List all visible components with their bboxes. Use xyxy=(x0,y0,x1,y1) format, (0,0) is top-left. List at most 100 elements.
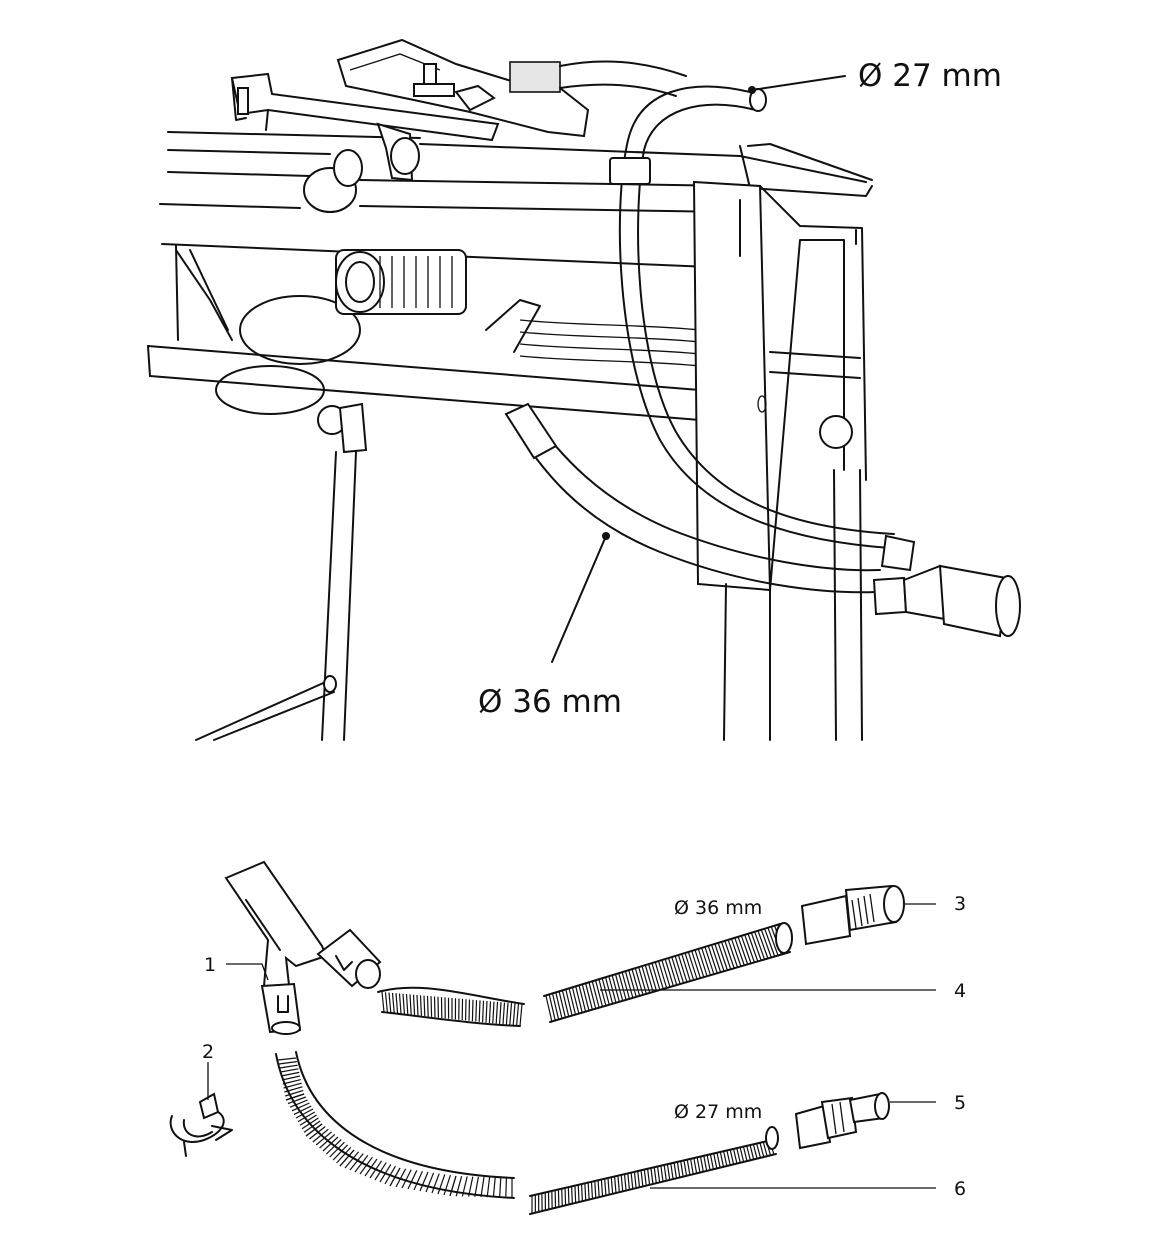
hose-rib xyxy=(580,1184,584,1202)
part-number-4: 4 xyxy=(954,980,966,1002)
hose-rib xyxy=(295,1108,314,1119)
hose-rib xyxy=(588,982,597,1010)
hose-rib xyxy=(624,971,634,999)
hose-36-seg-b-top xyxy=(543,923,781,997)
hose-rib xyxy=(750,932,762,961)
hose-rib xyxy=(733,1149,738,1165)
hose-rib xyxy=(303,1120,321,1133)
hose-rib xyxy=(767,927,779,956)
hose-rib xyxy=(618,973,627,1001)
hose-rib xyxy=(509,1003,513,1025)
hose-rib xyxy=(359,1156,373,1175)
hose-rib xyxy=(681,954,691,982)
hose-rib xyxy=(291,1102,310,1112)
hose-rib xyxy=(322,1136,339,1152)
hose-rib xyxy=(364,1158,378,1177)
hose-rib xyxy=(664,959,674,987)
hose-rib xyxy=(614,1176,617,1194)
hose-rib xyxy=(711,945,722,973)
hose-rib xyxy=(278,1061,297,1065)
hose-rib xyxy=(416,994,419,1016)
hose-rib xyxy=(297,1111,316,1123)
hose-rib xyxy=(488,1001,492,1023)
hose-rib xyxy=(717,943,728,971)
hose-rib xyxy=(480,1176,485,1198)
hose-rib xyxy=(731,939,742,967)
hose-rib xyxy=(468,999,471,1021)
hose-rib xyxy=(395,1168,407,1188)
hose-rib xyxy=(548,994,556,1022)
hose-36-seg-a-bottom xyxy=(381,1011,521,1027)
hose-rib xyxy=(676,1162,681,1179)
hose-rib xyxy=(545,995,553,1023)
hose-rib xyxy=(644,965,654,993)
hose-rib xyxy=(610,1177,614,1195)
hose-rib xyxy=(591,981,600,1009)
hose-rib xyxy=(499,1002,502,1024)
hose-rib xyxy=(719,1152,725,1168)
hose-rib xyxy=(575,986,583,1014)
hose-rib xyxy=(285,1093,305,1101)
hose-rib xyxy=(746,1146,752,1161)
hose-rib xyxy=(627,1173,631,1191)
hose-rib xyxy=(633,1172,637,1189)
hose-rib xyxy=(564,1188,567,1206)
hose-rib xyxy=(630,1173,634,1190)
hose-rib xyxy=(282,1079,301,1085)
hose-rib xyxy=(309,1126,326,1140)
hose-rib xyxy=(623,1174,627,1192)
hose-rib xyxy=(666,1164,671,1181)
hose-rib xyxy=(433,996,436,1018)
hose-rib xyxy=(329,1141,345,1158)
hose-rib xyxy=(691,951,701,979)
hose-rib xyxy=(739,1147,745,1163)
hose-rib xyxy=(714,944,725,972)
hose-rib xyxy=(425,1172,435,1193)
hose-rib xyxy=(519,1003,523,1027)
hose-rib xyxy=(660,1166,664,1183)
hose-rib xyxy=(734,937,745,966)
hose-rib xyxy=(607,1178,610,1196)
hose-rib xyxy=(709,1154,715,1170)
hose-rib xyxy=(637,1171,641,1188)
saw-table-illustration: Ø 27 mm Ø 36 mm xyxy=(147,38,1021,741)
hose-rib xyxy=(615,974,624,1002)
hose-36mm xyxy=(504,402,908,616)
part-5-adapter-27 xyxy=(794,1092,890,1150)
part-number-2: 2 xyxy=(202,1041,214,1063)
hose-rib xyxy=(756,1143,762,1159)
hose-rib xyxy=(674,956,685,984)
hose-rib xyxy=(516,1003,520,1026)
fence-lock-knob xyxy=(303,122,420,213)
part-leaders xyxy=(207,903,936,1189)
hose-rib xyxy=(631,969,641,997)
hose-rib xyxy=(747,933,759,962)
hose-rib xyxy=(752,1144,758,1160)
hose-rib xyxy=(449,1175,457,1197)
callout-27-leader xyxy=(751,75,846,91)
hose-rib xyxy=(354,1155,369,1173)
hose-rib xyxy=(600,1179,604,1197)
saw-motor-area xyxy=(175,245,701,415)
hose-rib xyxy=(384,992,388,1013)
hose-rib xyxy=(677,955,688,983)
hose-rib xyxy=(389,1167,401,1187)
hose-rib xyxy=(686,1159,691,1176)
hose-rib xyxy=(651,963,661,991)
hose-27-seg-b-top xyxy=(529,1139,773,1197)
hose-rib xyxy=(405,994,409,1015)
hose-rib xyxy=(693,1158,698,1174)
hose-rib xyxy=(707,946,718,974)
hose-rib xyxy=(395,993,399,1014)
hose-rib xyxy=(759,1143,765,1158)
callout-36-leader xyxy=(551,535,607,663)
hose-rib xyxy=(581,984,590,1012)
hose-rib xyxy=(475,1000,478,1022)
hose-rib xyxy=(697,949,708,977)
front-crossbar-bottom xyxy=(149,375,701,421)
hose-rib xyxy=(388,992,392,1013)
hose-rib xyxy=(471,999,474,1022)
hose-rib xyxy=(574,1186,577,1204)
hose-rib xyxy=(336,1146,352,1164)
hose-rib xyxy=(565,989,573,1017)
